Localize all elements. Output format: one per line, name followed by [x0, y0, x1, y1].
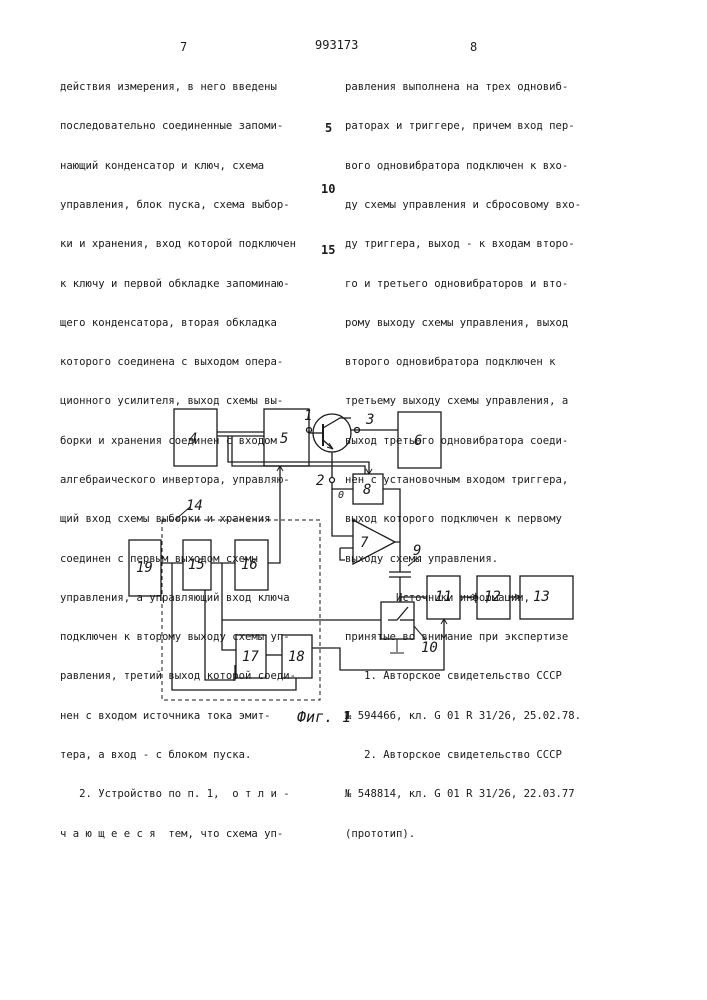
- figure-caption: Фиг. 1: [297, 708, 351, 726]
- label-11: 11: [435, 589, 452, 605]
- label-5: 5: [280, 431, 288, 447]
- label-15: 15: [188, 557, 205, 573]
- label-12: 12: [484, 589, 501, 605]
- label-9: 9: [413, 543, 421, 559]
- label-13: 13: [533, 589, 550, 605]
- label-16: 16: [241, 557, 258, 573]
- label-17: 17: [242, 649, 259, 665]
- label-7: 7: [360, 535, 369, 551]
- label-4: 4: [189, 431, 197, 447]
- label-0: 0: [338, 490, 344, 501]
- control-circuit-outline: [162, 520, 320, 700]
- label-14: 14: [186, 498, 203, 514]
- terminal-2: [330, 478, 335, 483]
- label-10: 10: [421, 640, 438, 656]
- label-2: 2: [316, 473, 324, 489]
- label-3: 3: [365, 412, 374, 428]
- capacitor-9: [389, 572, 411, 577]
- label-1: 1: [304, 408, 312, 424]
- label-19: 19: [136, 560, 153, 576]
- label-8: 8: [363, 482, 371, 498]
- label-18: 18: [288, 649, 305, 665]
- label-6: 6: [414, 433, 422, 449]
